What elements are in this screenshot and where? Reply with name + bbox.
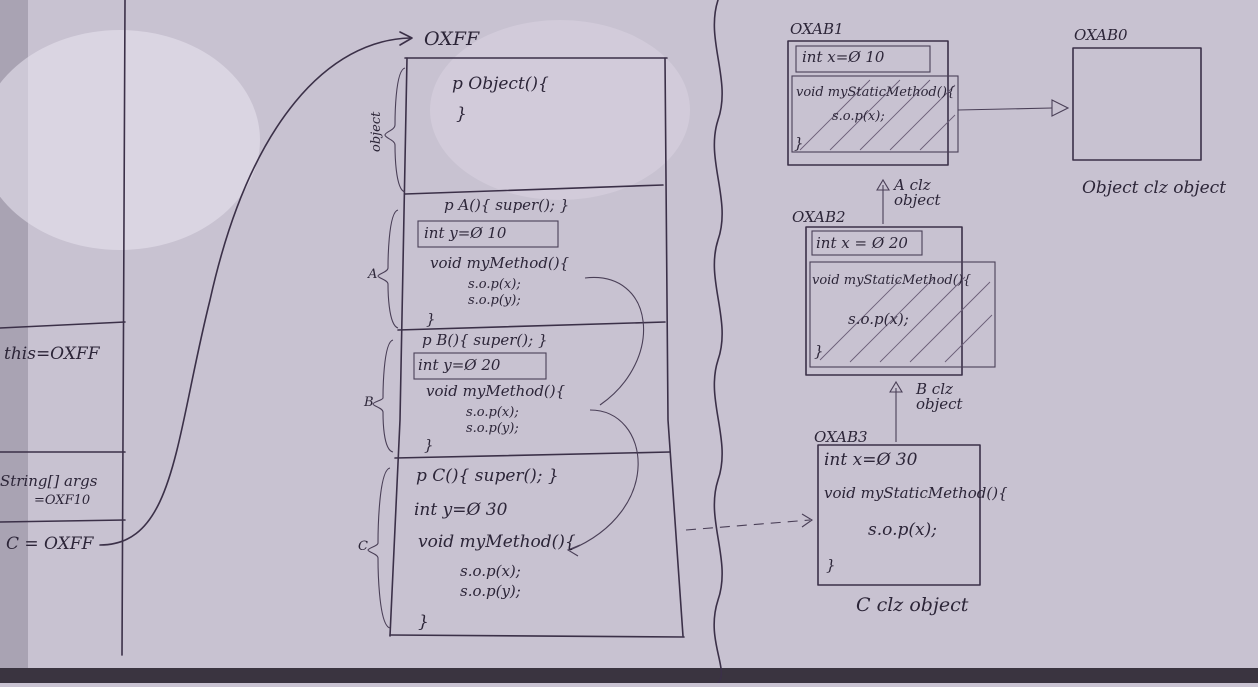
b-field-y: int y=Ø 20 [418,356,501,374]
section-label-c: C [358,539,368,554]
c-print-y: s.o.p(y); [460,582,521,600]
oxab3-method-decl: void myStaticMethod(){ [824,484,1008,502]
args-param: String[] args [0,472,98,490]
heap-address: OXFF [424,28,480,50]
oxab1-address: OXAB1 [790,20,844,38]
args-address: =OXF10 [34,493,91,508]
oxab3-field-x: int x=Ø 30 [824,450,918,470]
b-method-decl: void myMethod(){ [426,382,566,400]
oxab2-caption: B clz object [916,380,963,413]
c-close-brace: } [418,612,429,632]
oxab2-address: OXAB2 [792,208,846,226]
oxab2-print-x: s.o.p(x); [848,310,909,328]
object-close-brace: } [456,104,467,124]
b-print-y: s.o.p(y); [466,421,519,436]
c-constructor: p C(){ super(); } [416,466,559,486]
c-reference: C = OXFF [6,534,94,554]
oxab2-method-decl: void myStaticMethod(){ [812,273,972,288]
a-print-y: s.o.p(y); [468,293,521,308]
oxab3-address: OXAB3 [814,428,868,446]
oxab1-method-decl: void myStaticMethod(){ [796,85,956,100]
oxab2-field-x: int x = Ø 20 [816,234,908,252]
c-method-decl: void myMethod(){ [418,532,576,552]
b-close-brace: } [424,436,434,454]
this-reference: this=OXFF [4,344,100,364]
c-print-x: s.o.p(x); [460,562,521,580]
oxab3-caption: C clz object [856,594,969,616]
a-close-brace: } [426,310,436,328]
object-constructor: p Object(){ [452,74,549,94]
section-label-a: A [368,267,378,282]
oxab1-print-x: s.o.p(x); [832,109,885,124]
oxab3-print-x: s.o.p(x); [868,520,937,540]
b-print-x: s.o.p(x); [466,405,519,420]
oxab3-close-brace: } [826,556,836,574]
oxab2-close-brace: } [814,342,824,360]
c-field-y: int y=Ø 30 [414,500,508,520]
a-constructor: p A(){ super(); } [444,196,570,214]
oxab0-caption: Object clz object [1082,178,1227,198]
oxab0-address: OXAB0 [1074,26,1128,44]
oxab1-field-x: int x=Ø 10 [802,48,885,66]
a-method-decl: void myMethod(){ [430,254,570,272]
a-field-y: int y=Ø 10 [424,224,507,242]
section-label-object: object [369,111,384,152]
oxab1-close-brace: } [794,134,804,152]
a-print-x: s.o.p(x); [468,277,521,292]
section-label-b: B [364,395,374,410]
oxab1-caption: A clz object [894,176,941,209]
b-constructor: p B(){ super(); } [422,331,548,349]
